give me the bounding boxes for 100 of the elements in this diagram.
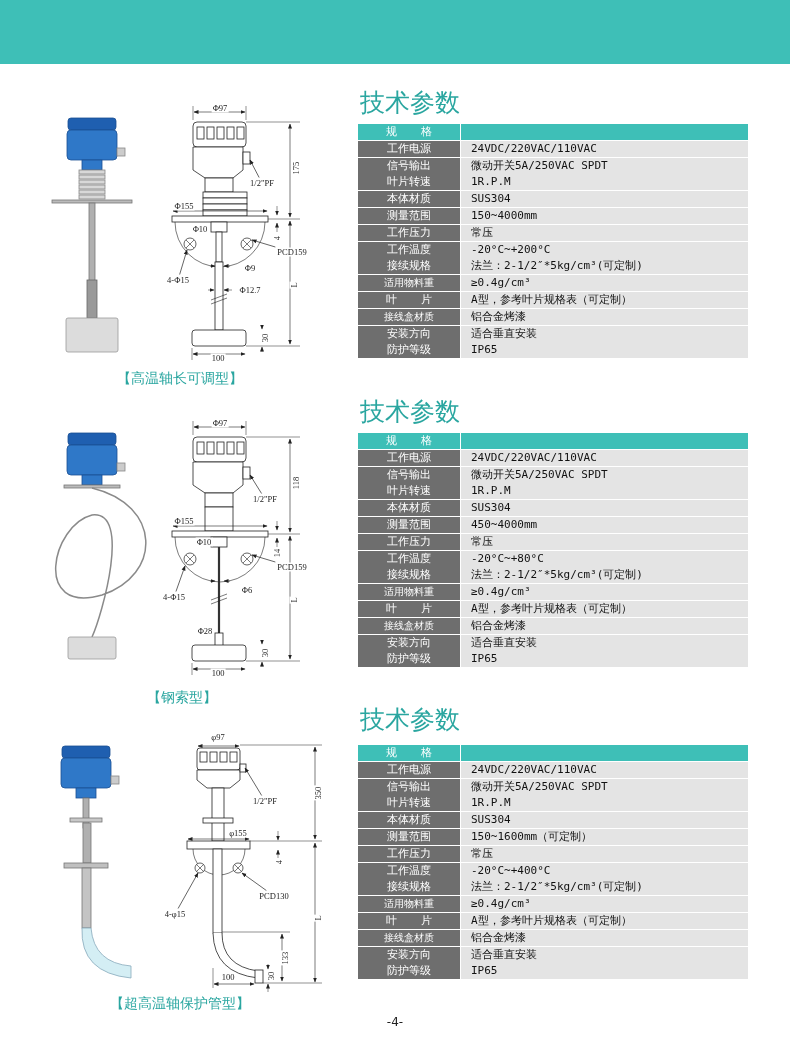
table-cell: 适合垂直安装 <box>461 325 748 342</box>
dimension-label: L <box>289 596 299 604</box>
dimension-label: 118 <box>291 475 301 491</box>
row-label-cell: 接续规格 <box>358 258 460 275</box>
section-title: 技术参数 <box>360 705 460 735</box>
row-label-cell: 适用物料重 <box>358 275 460 292</box>
row-label-cell: 信号输出 <box>358 778 460 795</box>
dimension-label: Φ155 <box>173 201 195 211</box>
table-cell: A型，参考叶片规格表（可定制） <box>461 292 748 308</box>
table-cell: -20°C~+80°C <box>461 550 748 567</box>
dimension-label: Φ155 <box>173 516 195 526</box>
row-label-cell: 叶片转速 <box>358 174 460 191</box>
row-label-cell: 防护等级 <box>358 342 460 359</box>
table-header-cell: 规 格 <box>358 745 460 761</box>
table-cell: 微动开关5A/250VAC SPDT <box>461 778 748 795</box>
leader-label: 4-φ15 <box>163 909 187 919</box>
row-label-cell: 工作温度 <box>358 241 460 258</box>
table-cell: 常压 <box>461 533 748 550</box>
leader-label: 1/2"PF <box>249 178 275 188</box>
row-label-cell: 工作电源 <box>358 140 460 157</box>
leader-label: 4-Φ15 <box>166 275 190 285</box>
row-label-cell: 工作温度 <box>358 550 460 567</box>
leader-label: 1/2"PF <box>252 494 278 504</box>
dimension-label: 100 <box>220 972 236 982</box>
row-label-cell: 工作电源 <box>358 761 460 778</box>
page-number: -4- <box>386 1015 404 1029</box>
row-label-cell: 接线盒材质 <box>358 308 460 325</box>
row-label-cell: 测量范围 <box>358 208 460 224</box>
table-cell: A型，参考叶片规格表（可定制） <box>461 601 748 617</box>
dimension-label: 14 <box>272 547 282 559</box>
dimension-label: Φ97 <box>211 418 229 428</box>
dimension-label: 4 <box>274 858 284 866</box>
row-label-cell: 工作压力 <box>358 224 460 241</box>
dimension-label: 350 <box>313 785 323 801</box>
table-cell: 常压 <box>461 224 748 241</box>
dimension-label: 4 <box>272 234 282 242</box>
figure-caption: 【超高温轴保护管型】 <box>110 994 250 1012</box>
dimension-label: Φ97 <box>211 103 229 113</box>
dimension-label: φ97 <box>210 732 226 742</box>
figure-caption: 【高温轴长可调型】 <box>117 369 243 387</box>
table-cell: 1R.P.M <box>461 795 748 812</box>
table-cell: ≥0.4g/cm³ <box>461 896 748 913</box>
leader-label: PCD159 <box>276 562 308 572</box>
table-cell: 450~4000mm <box>461 517 748 533</box>
row-label-cell: 接续规格 <box>358 879 460 896</box>
table-cell: -20°C~+200°C <box>461 241 748 258</box>
dimension-label: Φ10 <box>195 537 213 547</box>
dimension-label: φ155 <box>228 828 248 838</box>
table-cell: 铝合金烤漆 <box>461 617 748 634</box>
dimension-label: 30 <box>266 970 276 982</box>
row-label-cell: 安装方向 <box>358 325 460 342</box>
table-cell: 150~1600mm（可定制） <box>461 829 748 845</box>
table-cell: 法兰：2-1/2″*5kg/cm³(可定制) <box>461 567 748 584</box>
dimension-label: Φ6 <box>240 585 254 595</box>
table-header-cell: 规 格 <box>358 124 460 140</box>
row-label-cell: 防护等级 <box>358 651 460 668</box>
row-label-cell: 工作温度 <box>358 862 460 879</box>
row-label-cell: 工作压力 <box>358 845 460 862</box>
row-label-cell: 本体材质 <box>358 500 460 517</box>
leader-label: PCD159 <box>276 247 308 257</box>
table-cell: SUS304 <box>461 500 748 517</box>
table-cell: ≥0.4g/cm³ <box>461 275 748 292</box>
table-cell: 微动开关5A/250VAC SPDT <box>461 466 748 483</box>
dimension-label: Φ28 <box>196 626 214 636</box>
table-cell: 1R.P.M <box>461 483 748 500</box>
table-cell: 常压 <box>461 845 748 862</box>
leader-label: PCD130 <box>258 891 290 901</box>
table-cell: IP65 <box>461 342 748 359</box>
table-cell: 微动开关5A/250VAC SPDT <box>461 157 748 174</box>
row-label-cell: 叶片转速 <box>358 795 460 812</box>
dimension-label: Φ10 <box>191 224 209 234</box>
dimension-label: 30 <box>260 647 270 659</box>
table-cell: 法兰：2-1/2″*5kg/cm³(可定制) <box>461 258 748 275</box>
dimension-label: 30 <box>260 332 270 344</box>
row-label-cell: 叶 片 <box>358 601 460 617</box>
table-cell: 150~4000mm <box>461 208 748 224</box>
row-label-cell: 安装方向 <box>358 946 460 963</box>
row-label-cell: 工作电源 <box>358 449 460 466</box>
table-cell: -20°C~+400°C <box>461 862 748 879</box>
dimension-label: 175 <box>291 160 301 176</box>
row-label-cell: 信号输出 <box>358 157 460 174</box>
section-title: 技术参数 <box>360 88 460 118</box>
row-label-cell: 接续规格 <box>358 567 460 584</box>
row-label-cell: 叶片转速 <box>358 483 460 500</box>
dimension-label: Φ12.7 <box>238 285 262 295</box>
dimension-label: L <box>313 914 323 922</box>
table-cell: 24VDC/220VAC/110VAC <box>461 761 748 778</box>
row-label-cell: 叶 片 <box>358 913 460 929</box>
row-label-cell: 适用物料重 <box>358 896 460 913</box>
table-cell: 铝合金烤漆 <box>461 308 748 325</box>
row-label-cell: 叶 片 <box>358 292 460 308</box>
table-cell: ≥0.4g/cm³ <box>461 584 748 601</box>
table-cell: IP65 <box>461 963 748 980</box>
dimension-label: 100 <box>210 353 226 363</box>
table-cell: IP65 <box>461 651 748 668</box>
table-cell: 法兰：2-1/2″*5kg/cm³(可定制) <box>461 879 748 896</box>
row-label-cell: 适用物料重 <box>358 584 460 601</box>
dimension-label: 100 <box>210 668 226 678</box>
table-cell: SUS304 <box>461 812 748 829</box>
leader-label: 1/2"PF <box>252 796 278 806</box>
